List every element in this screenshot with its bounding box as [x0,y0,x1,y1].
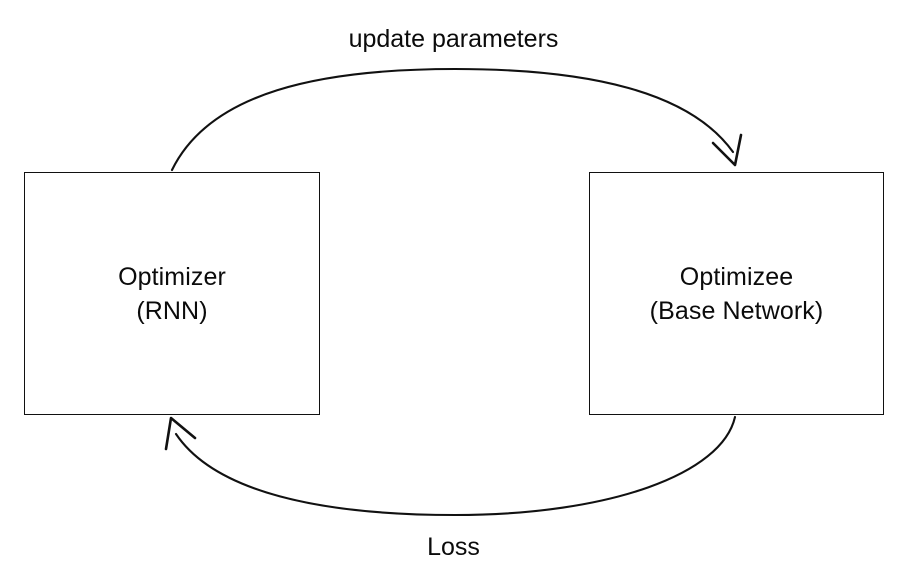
edge-loss-arrowhead-icon [164,416,197,451]
edge-label-loss: Loss [427,533,480,561]
edge-update-parameters-path [170,67,735,172]
edge-loss [164,415,737,517]
node-optimizee-title: Optimizee [679,262,794,291]
edge-label-update-parameters: update parameters [348,25,559,53]
node-optimizee-subtitle: (Base Network) [649,296,824,325]
edge-update-parameters [170,67,743,172]
node-optimizer[interactable]: Optimizer (RNN) [24,172,320,415]
node-optimizee[interactable]: Optimizee (Base Network) [589,172,884,415]
node-optimizer-subtitle: (RNN) [136,296,208,325]
node-optimizer-title: Optimizer [118,262,226,291]
edge-update-parameters-arrowhead-icon [711,133,743,167]
edge-loss-path [174,415,737,517]
